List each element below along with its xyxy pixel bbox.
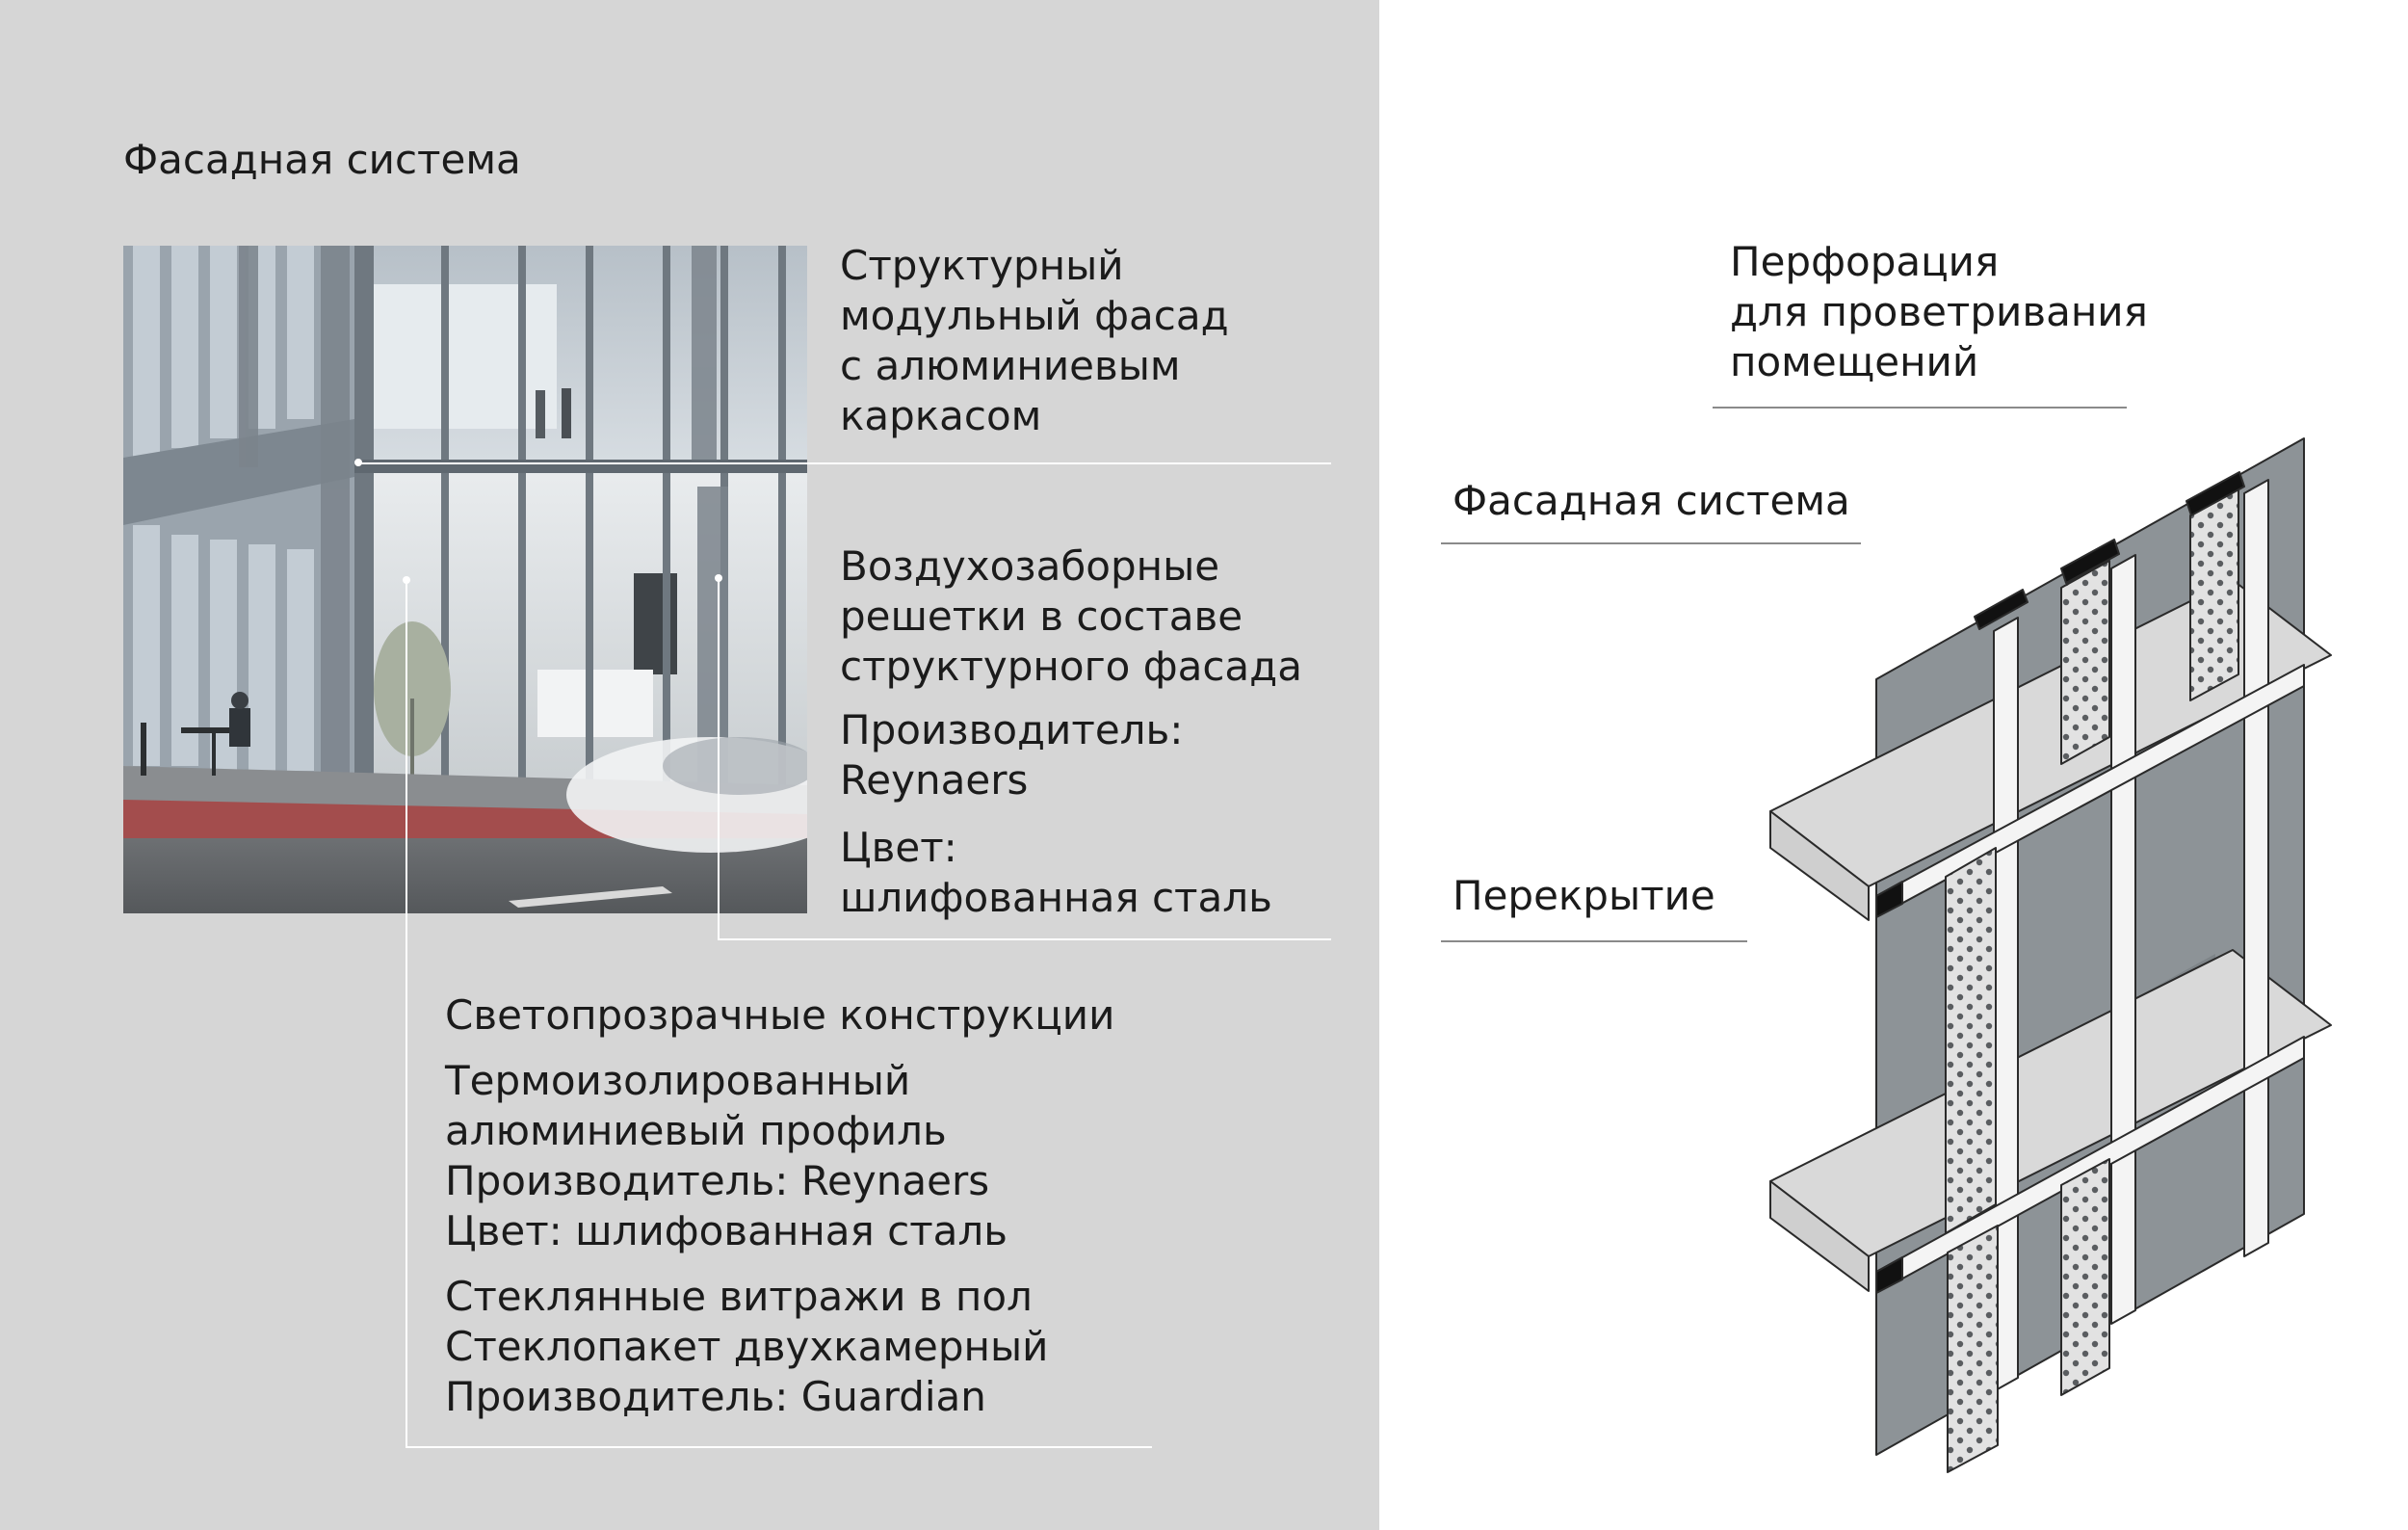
perforation-line: для проветривания <box>1730 288 2148 335</box>
facade-line: с алюминиевым <box>840 342 1181 389</box>
left-title: Фасадная система <box>123 136 521 183</box>
facade-description: Структурный модульный фасад с алюминиевы… <box>840 241 1229 441</box>
glazing-heading: Светопрозрачные конструкции <box>445 991 1115 1039</box>
building-photo <box>123 246 807 913</box>
grilles-maker-line: Производитель: <box>840 706 1184 753</box>
facade-line: Структурный <box>840 242 1124 289</box>
grilles-line: решетки в составе <box>840 593 1243 640</box>
glazing-profile-line: Цвет: шлифованная сталь <box>445 1207 1008 1254</box>
right-panel <box>1379 0 2408 1530</box>
grilles-description: Воздухозаборные решетки в составе структ… <box>840 541 1302 692</box>
leader-line-glazing-v <box>406 580 407 1447</box>
grilles-maker-line: Reynaers <box>840 756 1029 804</box>
leader-line-glazing-h <box>406 1446 1152 1448</box>
leader-line-facade <box>358 462 1331 464</box>
grilles-color: Цвет: шлифованная сталь <box>840 823 1272 923</box>
leader-line-facade-system <box>1441 542 1861 544</box>
glazing-profile-line: Производитель: Reynaers <box>445 1157 990 1204</box>
leader-line-slab <box>1441 940 1747 942</box>
grilles-line: структурного фасада <box>840 643 1302 690</box>
grilles-line: Воздухозаборные <box>840 542 1220 590</box>
facade-line: модульный фасад <box>840 292 1229 339</box>
slab-label: Перекрытие <box>1453 872 1715 919</box>
perforation-line: помещений <box>1730 338 1979 385</box>
building-illustration <box>123 246 807 913</box>
glazing-profile-line: алюминиевый профиль <box>445 1107 947 1154</box>
glazing-glass-line: Производитель: Guardian <box>445 1373 986 1420</box>
glazing-glass: Стеклянные витражи в пол Стеклопакет дву… <box>445 1272 1048 1422</box>
facade-system-label: Фасадная система <box>1453 477 1850 524</box>
glazing-glass-line: Стеклянные витражи в пол <box>445 1273 1033 1320</box>
facade-line: каркасом <box>840 392 1042 439</box>
grilles-color-line: шлифованная сталь <box>840 874 1272 921</box>
glazing-glass-line: Стеклопакет двухкамерный <box>445 1323 1049 1370</box>
perforation-label: Перфорация для проветривания помещений <box>1730 237 2148 387</box>
leader-line-perforation <box>1713 407 2127 409</box>
grilles-manufacturer: Производитель: Reynaers <box>840 705 1183 805</box>
glazing-profile-line: Термоизолированный <box>445 1057 911 1104</box>
leader-line-grilles-h <box>718 938 1331 940</box>
leader-line-grilles-v <box>718 578 720 939</box>
glazing-profile: Термоизолированный алюминиевый профиль П… <box>445 1056 1008 1256</box>
perforation-line: Перфорация <box>1730 238 2000 285</box>
grilles-color-line: Цвет: <box>840 824 957 871</box>
